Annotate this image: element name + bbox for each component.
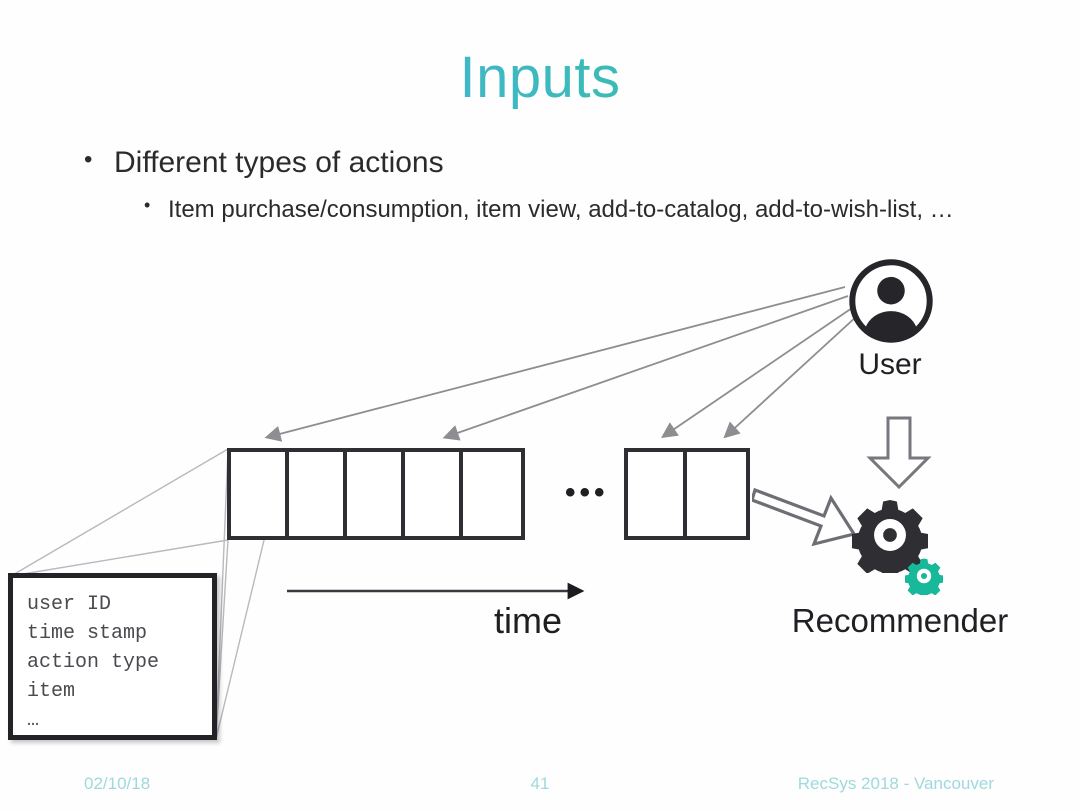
- sub-bullet-marker-icon: •: [144, 195, 151, 215]
- event-sequence-part-1[interactable]: [227, 448, 525, 540]
- gear-icon-small: [905, 558, 943, 595]
- bullet-level-1-text: Different types of actions: [114, 146, 444, 179]
- sequence-ellipsis: •••: [565, 476, 609, 509]
- event-cell[interactable]: [289, 452, 347, 536]
- footer-event-name: RecSys 2018 - Vancouver: [797, 774, 994, 793]
- footer-page-number: 41: [530, 774, 550, 793]
- event-cell[interactable]: [231, 452, 289, 536]
- bullet-level-2-text: Item purchase/consumption, item view, ad…: [168, 196, 954, 223]
- recommender-label: Recommender: [791, 602, 1009, 639]
- user-icon: [849, 259, 933, 343]
- page-title: Inputs: [0, 47, 1080, 109]
- bullet-level-1: • Different types of actions: [84, 146, 444, 180]
- footer-date: 02/10/18: [84, 774, 151, 793]
- event-cell[interactable]: [687, 452, 746, 536]
- record-field: time stamp: [27, 622, 148, 645]
- record-field: user ID: [27, 593, 112, 616]
- record-field: item: [27, 680, 76, 703]
- bullet-level-2: • Item purchase/consumption, item view, …: [144, 194, 1004, 226]
- event-cell[interactable]: [405, 452, 463, 536]
- event-cell[interactable]: [463, 452, 521, 536]
- record-field: action type: [27, 651, 160, 674]
- event-sequence-part-2[interactable]: [624, 448, 750, 540]
- diagonal-arrow-icon: [752, 487, 857, 547]
- user-to-event-arrows: [264, 286, 858, 442]
- event-cell[interactable]: [628, 452, 687, 536]
- record-fields-box: user ID time stamp action type item …: [8, 573, 217, 740]
- time-axis-label: time: [494, 600, 563, 641]
- user-label: User: [858, 348, 922, 381]
- event-cell[interactable]: [347, 452, 405, 536]
- gear-icon-large: [852, 500, 928, 573]
- bullet-marker-icon: •: [84, 146, 93, 173]
- record-field: …: [27, 709, 40, 732]
- down-arrow-icon: [866, 416, 932, 490]
